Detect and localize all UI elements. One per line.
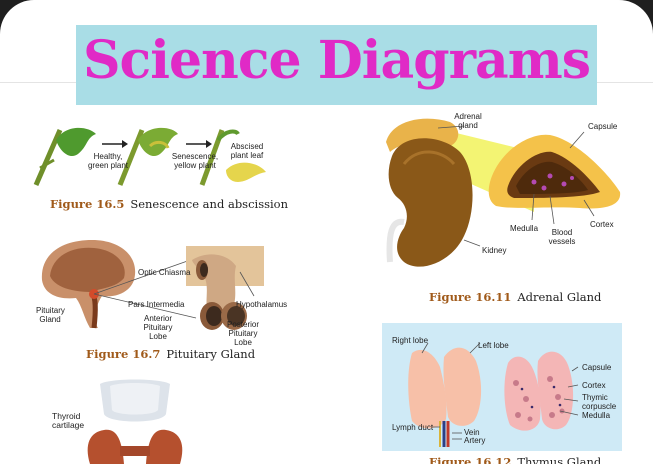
caption-senescence: Figure 16.5 Senescence and abscission [50, 197, 288, 211]
label-kidney: Kidney [482, 246, 507, 255]
label-vein: Vein [464, 428, 480, 437]
label-abscised-leaf: Abscised plant leaf [230, 142, 264, 160]
label-artery: Artery [464, 436, 486, 445]
page-title: Science Diagrams [83, 30, 591, 91]
caption-pituitary: Figure 16.7 Pituitary Gland [86, 347, 255, 361]
label-blood-vessels: Blood vessels [548, 228, 576, 246]
label-senescence-plant: Senescence, yellow plant [171, 152, 219, 170]
figure-caption: Thymus Gland [517, 455, 602, 464]
label-cortex: Cortex [590, 220, 614, 229]
figure-number: Figure 16.7 [86, 347, 161, 361]
label-capsule: Capsule [588, 122, 618, 131]
adrenal-illustration [386, 118, 621, 267]
label-pituitary-gland: Pituitary Gland [36, 306, 65, 324]
title-banner: Science Diagrams [76, 25, 597, 105]
senescence-illustration [33, 127, 266, 186]
thymus-illustration [408, 342, 579, 447]
figure-number: Figure 16.12 [429, 455, 512, 464]
label-optic-chiasma: Optic Chiasma [138, 268, 191, 277]
label-posterior-lobe: Posterior Pituitary Lobe [226, 320, 259, 347]
label-thymus-cortex: Cortex [582, 381, 606, 390]
label-anterior-lobe: Anterior Pituitary Lobe [143, 314, 173, 341]
figure-caption: Senescence and abscission [130, 197, 289, 211]
thyroid-illustration [87, 379, 183, 464]
label-thymus-medulla: Medulla [582, 411, 611, 420]
label-healthy-plant: Healthy, green plant [87, 152, 129, 170]
label-thyroid-cartilage: Thyroid cartilage [52, 411, 85, 430]
figure-number: Figure 16.11 [429, 290, 512, 304]
pituitary-illustration [41, 240, 264, 330]
label-medulla: Medulla [510, 224, 539, 233]
caption-adrenal: Figure 16.11 Adrenal Gland [429, 290, 601, 304]
figure-caption: Adrenal Gland [517, 290, 602, 304]
label-right-lobe: Right lobe [392, 336, 429, 345]
label-hypothalamus: Hypothalamus [236, 300, 288, 309]
label-thymic-corpuscle: Thymic corpuscle [582, 393, 617, 411]
figure-caption: Pituitary Gland [166, 347, 256, 361]
caption-thymus: Figure 16.12 Thymus Gland [429, 455, 601, 464]
label-pars-intermedia: Pars Intermedia [128, 300, 185, 309]
label-lymph-duct: Lymph duct [392, 423, 434, 432]
label-thymus-capsule: Capsule [582, 363, 612, 372]
label-adrenal-gland: Adrenal gland [454, 112, 482, 130]
label-left-lobe: Left lobe [478, 341, 509, 350]
figure-number: Figure 16.5 [50, 197, 125, 211]
